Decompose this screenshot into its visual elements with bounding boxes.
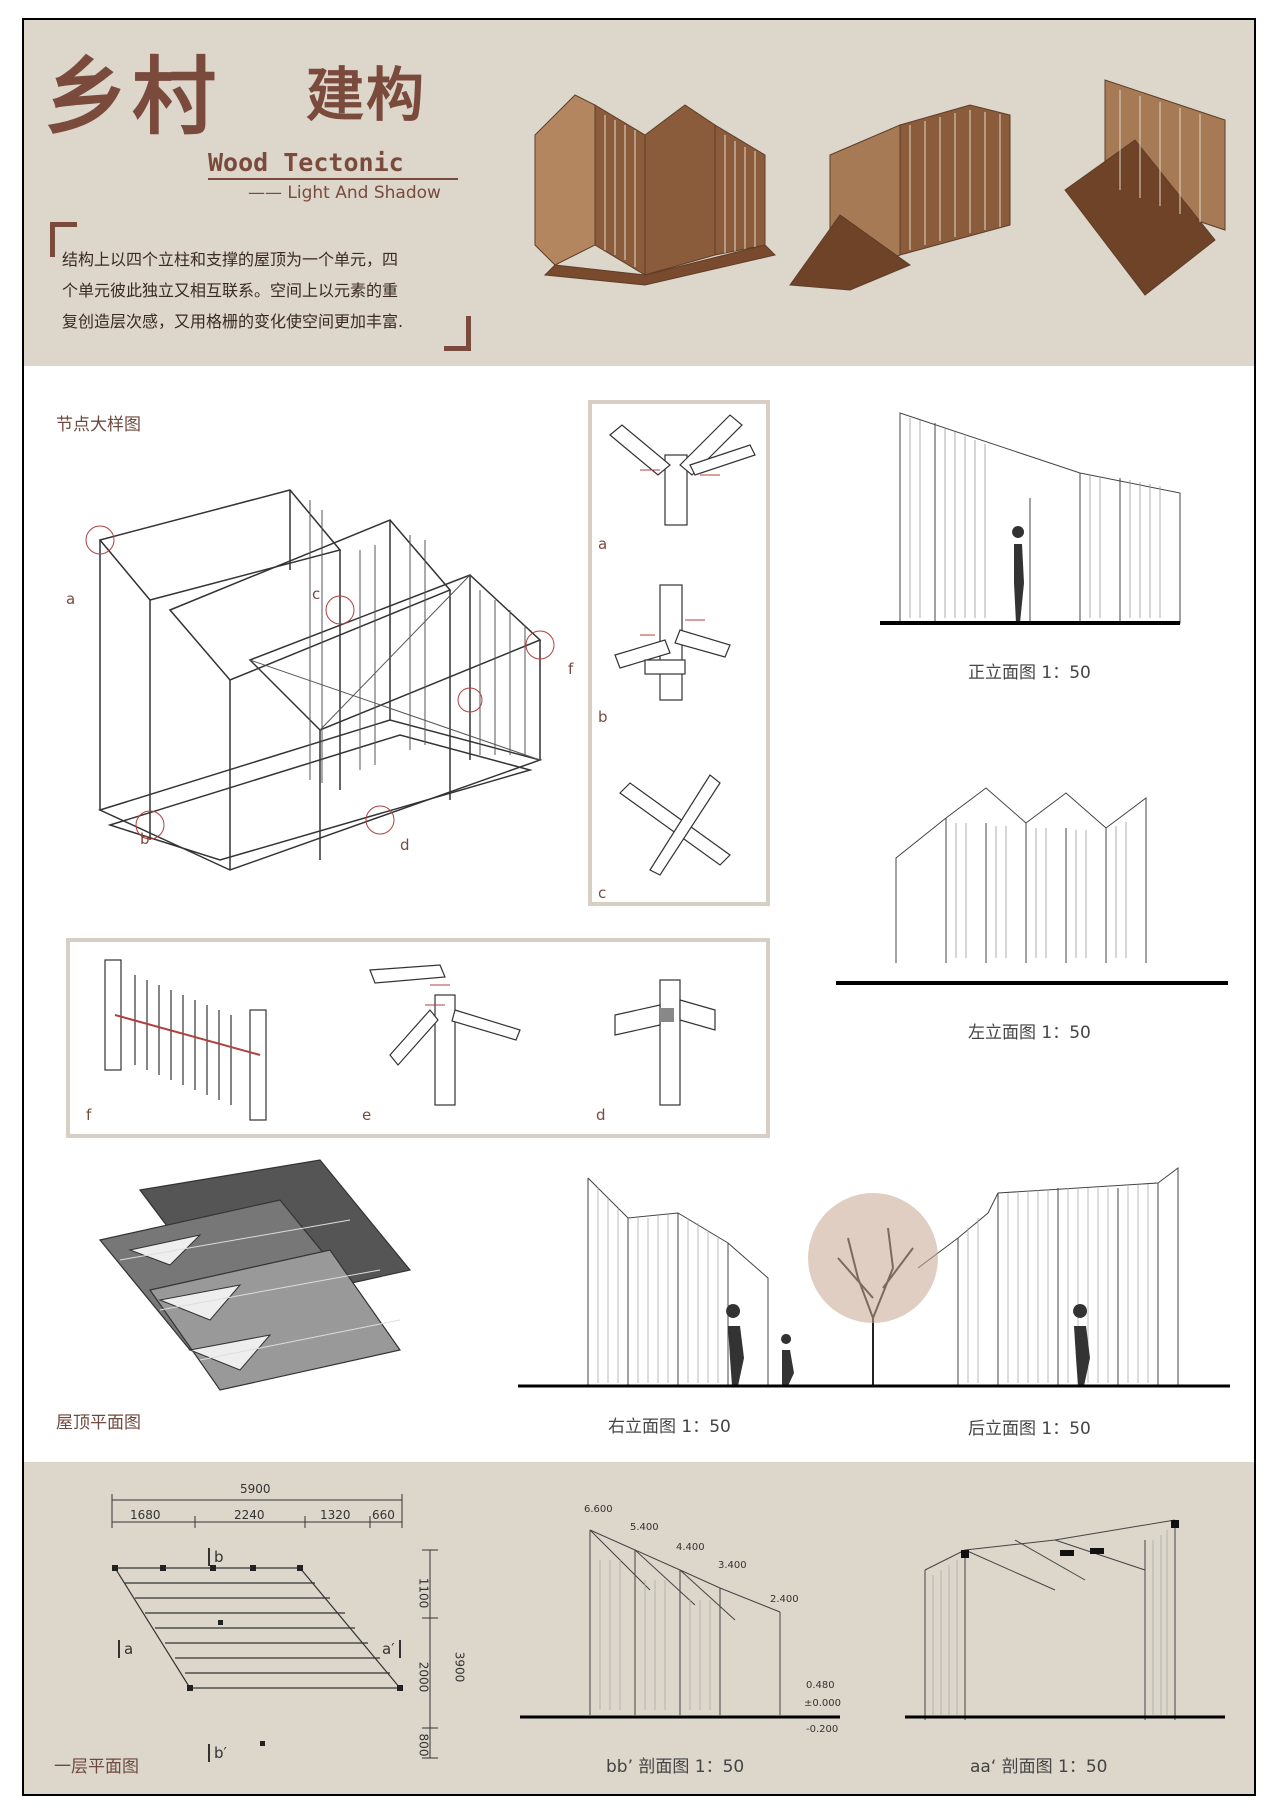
dim-seg-1: 1680 <box>130 1508 161 1522</box>
bracket-close <box>444 316 471 351</box>
section-mark-b-prime: b′ <box>208 1744 227 1762</box>
level-2400: 2.400 <box>770 1594 799 1605</box>
tree-canopy <box>808 1193 938 1323</box>
dim-vert-1: 1100 <box>416 1577 431 1609</box>
joint-detail-panel-fed <box>66 938 770 1138</box>
subtitle-en: —— Light And Shadow <box>248 183 441 203</box>
dim-seg-2: 2240 <box>234 1508 265 1522</box>
node-callout-d: d <box>400 836 410 854</box>
level-0480: 0.480 <box>806 1680 835 1691</box>
node-callout-f: f <box>568 660 574 678</box>
description-line: 复创造层次感，又用格栅的变化使空间更加丰富. <box>62 312 404 331</box>
section-aa-drawing <box>905 1519 1225 1720</box>
dim-total: 5900 <box>240 1482 271 1496</box>
dim-vert-total: 3900 <box>452 1651 467 1683</box>
node-callout-a: a <box>66 590 76 608</box>
title-main: 乡村 <box>44 47 221 146</box>
left-elevation-drawing <box>836 787 1228 985</box>
roof-plan-drawing <box>98 1159 412 1391</box>
rendering-1 <box>534 94 776 286</box>
joint-b-label: b <box>598 708 608 726</box>
joint-e-drawing <box>369 964 521 1106</box>
level-0000: ±0.000 <box>804 1698 842 1709</box>
joint-e-label: e <box>362 1106 372 1124</box>
level-4400: 4.400 <box>676 1542 705 1553</box>
joint-c-label: c <box>598 884 607 902</box>
rendering-3 <box>1064 79 1226 296</box>
bracket-open <box>50 222 77 257</box>
level-minus-0200: -0.200 <box>806 1724 839 1735</box>
rendering-2 <box>789 104 1011 291</box>
caption-front-elevation: 正立面图 1：50 <box>968 663 1091 683</box>
title-underline <box>208 178 458 180</box>
joint-detail-panel-abc <box>588 400 770 906</box>
caption-right-elevation: 右立面图 1：50 <box>608 1417 731 1437</box>
caption-back-elevation: 后立面图 1：50 <box>968 1419 1091 1439</box>
dim-vert-3: 800 <box>416 1733 431 1757</box>
section-mark-a: a <box>118 1640 133 1658</box>
section-floor-plan-label: 一层平面图 <box>54 1757 139 1777</box>
joint-f-drawing <box>104 959 267 1121</box>
joint-a-label: a <box>598 535 608 553</box>
floor-plan-drawing <box>111 1494 438 1759</box>
section-roof-plan-label: 屋顶平面图 <box>56 1413 141 1433</box>
level-6600: 6.600 <box>584 1504 613 1515</box>
level-3400: 3.400 <box>718 1560 747 1571</box>
level-5400: 5.400 <box>630 1522 659 1533</box>
description-line: 个单元彼此独立又相互联系。空间上以元素的重 <box>62 281 399 300</box>
title-en: Wood Tectonic <box>208 148 404 177</box>
dim-vert-2: 2000 <box>416 1661 431 1693</box>
joint-d-drawing <box>614 979 716 1106</box>
description-line: 结构上以四个立柱和支撑的屋顶为一个单元，四 <box>62 250 399 269</box>
section-node-detail-label: 节点大样图 <box>56 415 141 435</box>
description: 结构上以四个立柱和支撑的屋顶为一个单元，四 个单元彼此独立又相互联系。空间上以元… <box>62 244 403 337</box>
node-callout-b: b <box>140 830 150 848</box>
section-bb-drawing <box>520 1529 840 1719</box>
caption-section-bb: bb’ 剖面图 1：50 <box>606 1757 745 1777</box>
section-mark-a-prime: a′ <box>382 1640 401 1658</box>
dim-seg-3: 1320 <box>320 1508 351 1522</box>
joint-a-drawing <box>609 414 756 526</box>
joint-d-label: d <box>596 1106 606 1124</box>
axonometric-structure <box>85 489 555 871</box>
joint-c-drawing <box>619 774 731 876</box>
caption-left-elevation: 左立面图 1：50 <box>968 1023 1091 1043</box>
front-elevation-drawing <box>880 412 1181 625</box>
section-mark-b: b <box>208 1548 224 1566</box>
node-callout-c: c <box>312 585 321 603</box>
title-sub: 建构 <box>306 61 427 129</box>
right-back-elevation-drawing <box>518 1167 1230 1388</box>
joint-f-label: f <box>86 1106 92 1124</box>
joint-b-drawing <box>614 584 731 701</box>
dim-seg-4: 660 <box>372 1508 395 1522</box>
caption-section-aa: aa‘ 剖面图 1：50 <box>970 1757 1108 1777</box>
